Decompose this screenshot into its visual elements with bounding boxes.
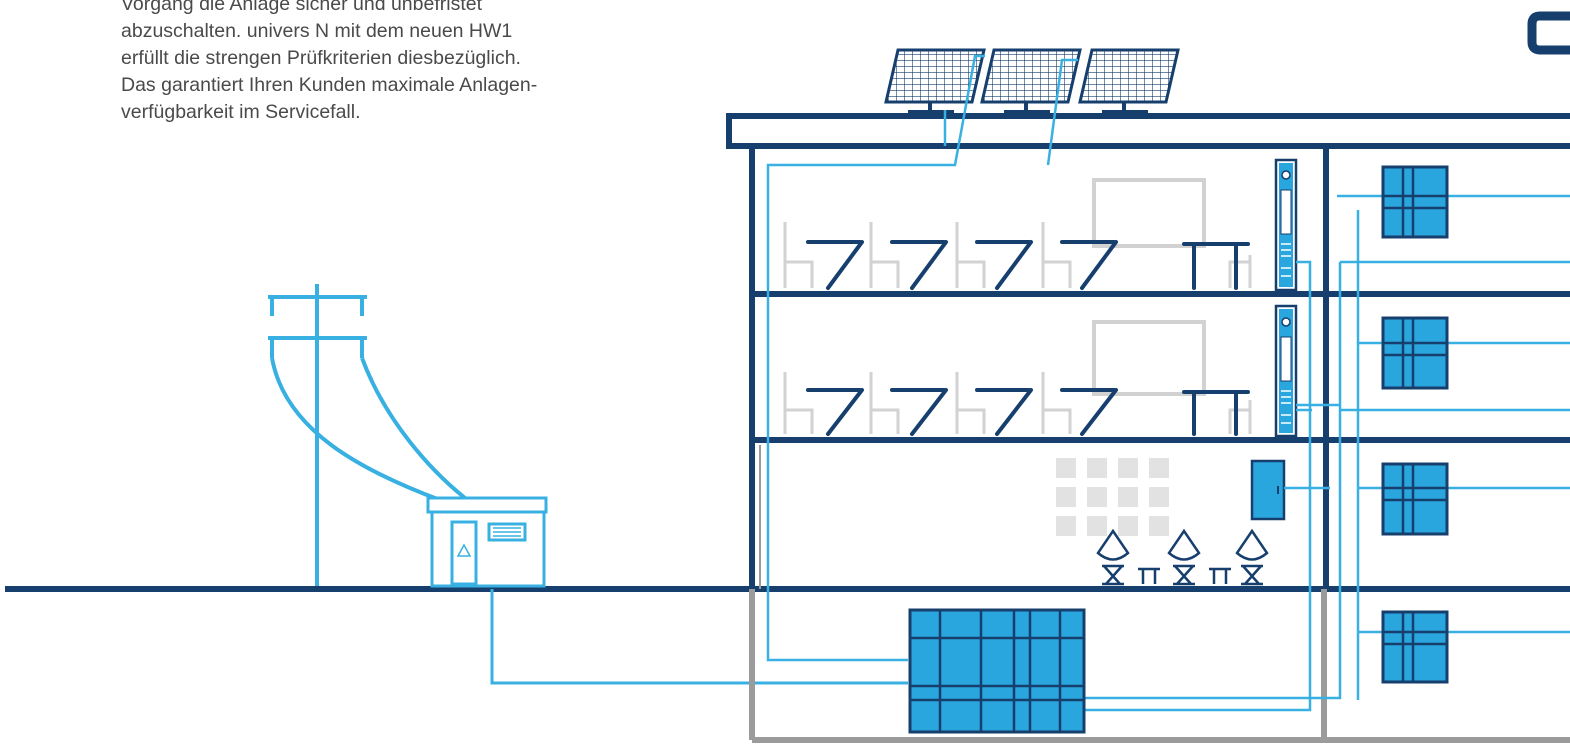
power-pole-icon xyxy=(268,284,467,586)
supply-cable xyxy=(490,589,908,685)
warning-triangle-icon xyxy=(456,543,472,557)
right-board-basement xyxy=(1381,610,1449,684)
solar-panel-icon xyxy=(884,48,1180,116)
building-structure xyxy=(726,113,1570,589)
caption-line-3: erfüllt die strengen Prüfkriterien diesb… xyxy=(121,47,521,69)
electrical-cabinet-icon xyxy=(1250,158,1298,521)
floor-2-furniture xyxy=(783,178,1252,290)
solar-panel-1 xyxy=(884,48,986,116)
caption-line-4: Das garantiert Ihren Kunden maximale Anl… xyxy=(121,74,538,96)
solar-panel-3 xyxy=(1078,48,1180,116)
caption-line-1: Vorgang die Anlage sicher und unbefriste… xyxy=(121,0,483,15)
floor-1-cabinet xyxy=(1274,304,1298,438)
right-board-floor-1 xyxy=(1381,316,1449,390)
transformer-station-icon xyxy=(426,496,548,588)
caption-line-5: verfügbarkeit im Servicefall. xyxy=(121,101,361,123)
caption-text: Vorgang die Anlage sicher und unbefriste… xyxy=(121,0,681,126)
distribution-cables xyxy=(1084,194,1570,712)
basement-structure xyxy=(749,589,1570,743)
right-side-boards xyxy=(1381,165,1449,684)
floor-1-furniture xyxy=(783,320,1252,436)
logo-fragment-icon xyxy=(1527,11,1570,55)
right-board-ground xyxy=(1381,462,1449,536)
right-board-floor-2 xyxy=(1381,165,1449,239)
ground-floor-cabinet xyxy=(1250,459,1286,521)
solar-panel-2 xyxy=(980,48,1082,116)
main-switchboard-icon xyxy=(908,608,1086,734)
lobby-furniture xyxy=(1056,458,1269,586)
caption-line-2: abzuschalten. univers N mit dem neuen HW… xyxy=(121,20,513,42)
floor-2-cabinet xyxy=(1274,158,1298,292)
pv-cables xyxy=(766,54,1078,662)
